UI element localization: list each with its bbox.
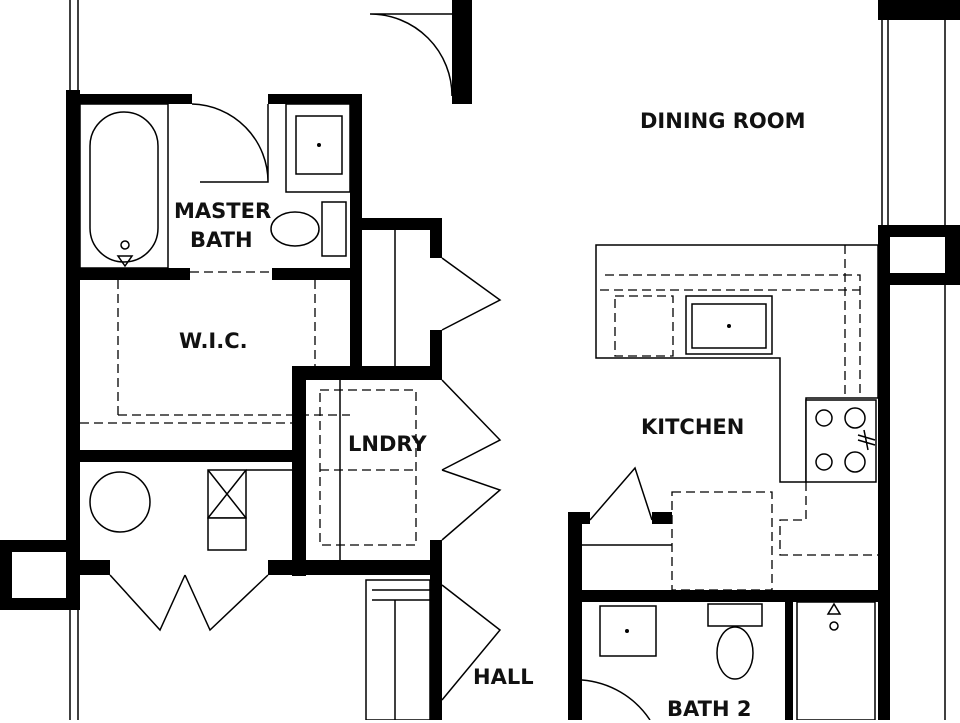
room-label-master-bath-line1: MASTER: [174, 199, 272, 223]
room-label-dining-room: DINING ROOM: [640, 109, 806, 133]
room-label-hall: HALL: [473, 665, 534, 689]
room-label-wic: W.I.C.: [179, 329, 248, 353]
room-label-laundry: LNDRY: [348, 432, 427, 456]
room-label-kitchen: KITCHEN: [641, 415, 745, 439]
fixtures: [79, 103, 879, 720]
windows: [69, 0, 946, 720]
room-label-bath2: BATH 2: [667, 697, 752, 721]
room-label-master-bath-line2: BATH: [190, 228, 253, 252]
doors: [109, 13, 653, 720]
